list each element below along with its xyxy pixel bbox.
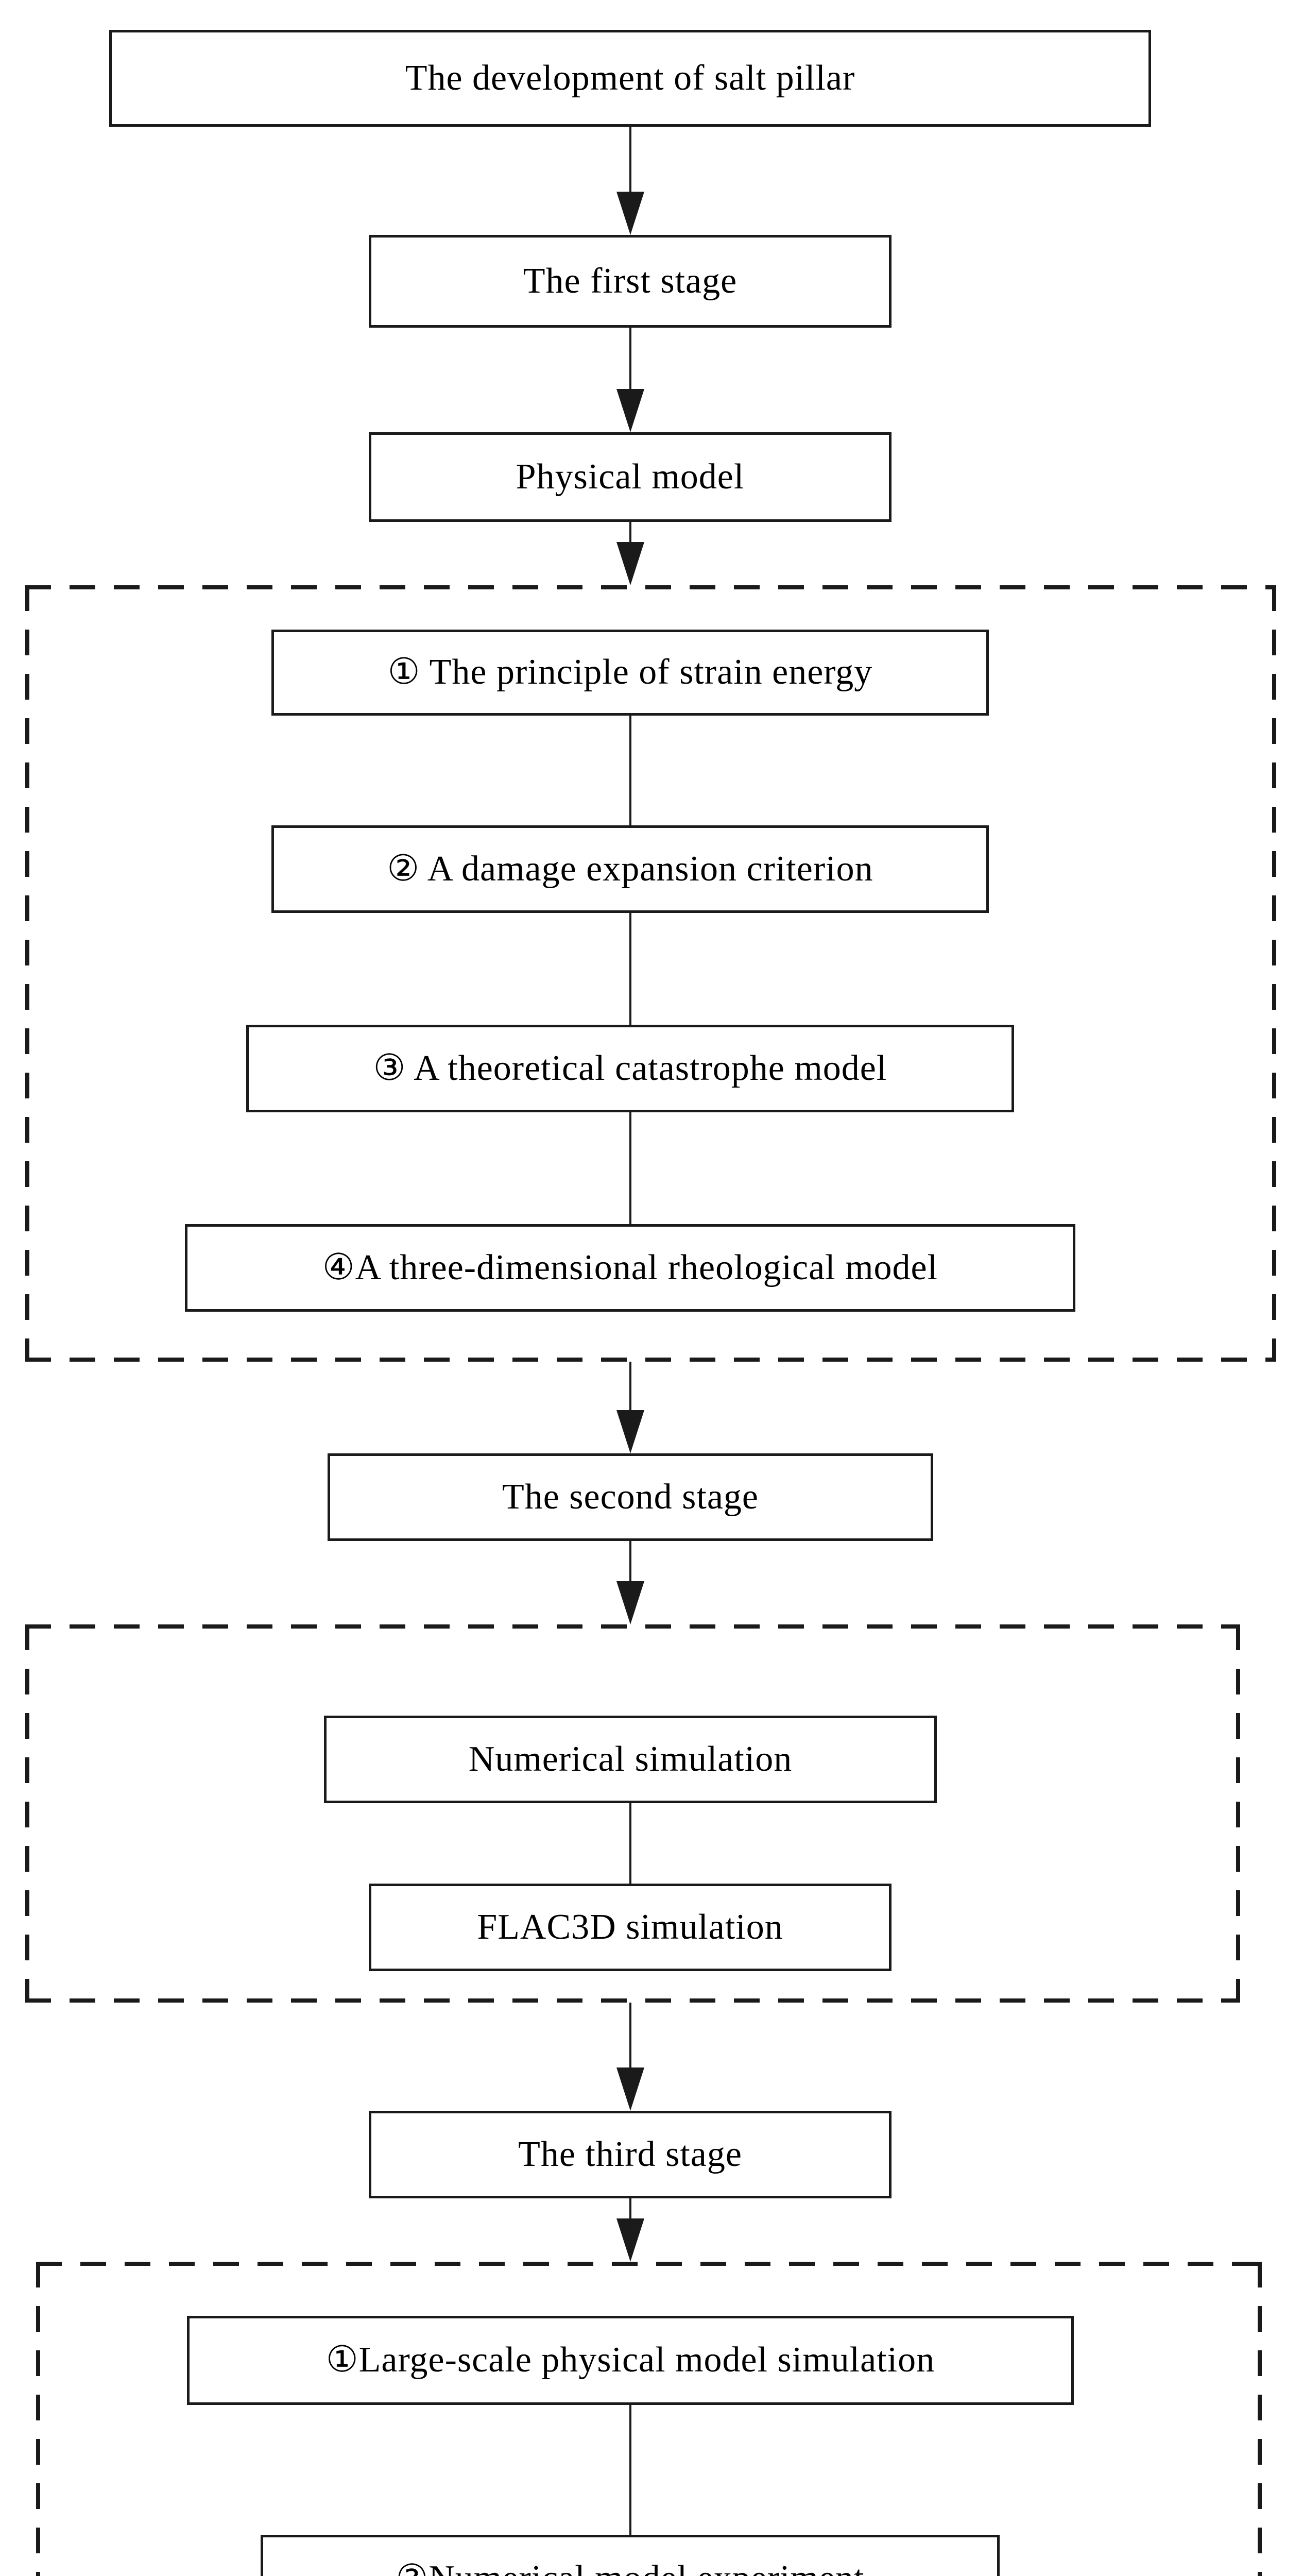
arrow-head-icon	[616, 542, 644, 585]
node-development-of-salt-pillar: The development of salt pillar	[109, 30, 1151, 127]
node-three-dimensional-rheological-model: ④A three-dimensional rheological model	[185, 1224, 1075, 1312]
connector-line	[629, 913, 631, 1025]
arrow-head-icon	[616, 192, 644, 235]
node-first-stage: The first stage	[369, 235, 891, 328]
arrow-shaft	[629, 127, 631, 232]
connector-line	[629, 1803, 631, 1884]
node-flac3d-simulation: FLAC3D simulation	[369, 1884, 891, 1971]
arrow-head-icon	[616, 2067, 644, 2111]
arrow-head-icon	[616, 389, 644, 432]
node-principle-of-strain-energy: ① The principle of strain energy	[271, 630, 989, 716]
arrow-down	[616, 127, 645, 235]
arrow-head-icon	[616, 2218, 644, 2262]
connector-line	[629, 1112, 631, 1224]
node-third-stage: The third stage	[369, 2111, 891, 2198]
node-theoretical-catastrophe-model: ③ A theoretical catastrophe model	[246, 1025, 1014, 1112]
node-numerical-model-experiment: ②Numerical model experiment	[261, 2535, 1000, 2576]
node-physical-model: Physical model	[369, 432, 891, 522]
arrow-down	[616, 2003, 645, 2111]
stage3-outcomes-group	[36, 2262, 1262, 2576]
arrow-shaft	[629, 328, 631, 429]
arrow-down	[616, 328, 645, 432]
arrow-shaft	[629, 2003, 631, 2108]
node-damage-expansion-criterion: ② A damage expansion criterion	[271, 825, 989, 913]
arrow-head-icon	[616, 1581, 644, 1624]
connector-line	[629, 716, 631, 825]
arrow-head-icon	[616, 1410, 644, 1453]
connector-line	[629, 2405, 631, 2535]
arrow-down	[616, 1362, 645, 1453]
arrow-down	[616, 1541, 645, 1624]
node-large-scale-physical-model-simulation: ①Large-scale physical model simulation	[187, 2316, 1074, 2405]
arrow-shaft	[629, 1362, 631, 1450]
node-second-stage: The second stage	[328, 1453, 933, 1541]
arrow-down	[616, 522, 645, 585]
arrow-down	[616, 2198, 645, 2262]
node-numerical-simulation: Numerical simulation	[324, 1716, 937, 1803]
